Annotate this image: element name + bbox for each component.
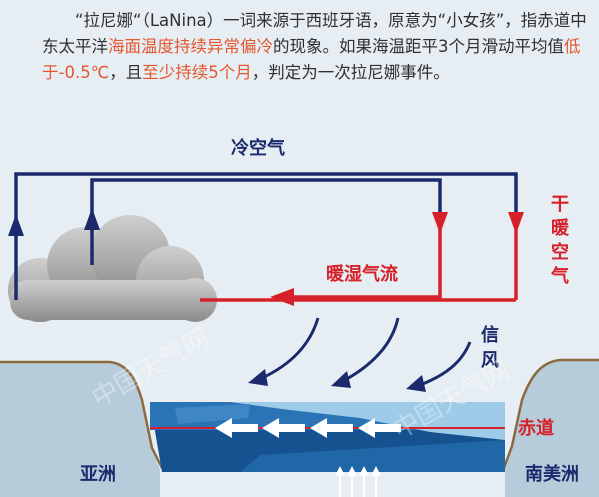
trade-wind-arrowheads (248, 369, 426, 392)
current-arrow (262, 418, 305, 438)
intro-text-3: ，且 (109, 63, 143, 82)
trade-wind-arrows (261, 317, 472, 387)
trade-wind-arrow (419, 341, 472, 387)
intro-text-1: “拉尼娜“（LaNina）一词来源于西班牙语，原意为“小女孩”，指赤道中东太平洋 (42, 11, 587, 56)
intro-highlight-1: 海面温度持续异常偏冷 (108, 37, 273, 56)
dry-warm-air-char: 气 (550, 265, 569, 287)
trade-wind-arrow (261, 317, 320, 380)
south-america-label: 南美洲 (525, 463, 579, 485)
circulation-arrowheads (8, 208, 524, 306)
current-arrow (358, 418, 401, 438)
trade-wind-char: 信 (481, 324, 499, 346)
dry-warm-air-label: 干 暖 空 气 (550, 194, 570, 287)
asia-label: 亚洲 (80, 464, 116, 485)
intro-highlight-2: 低于-0.5℃ (42, 37, 581, 82)
downdraft-arrow-inner (432, 212, 448, 234)
south-america-coastline (502, 358, 599, 469)
upwelling-arrows (335, 466, 381, 497)
updraft-arrow-inner (84, 208, 100, 230)
downdraft-arrow-outer (508, 212, 524, 234)
warm-moist-flow-inner (290, 225, 442, 299)
pacific-ocean (150, 402, 505, 472)
updraft-arrow-outer (8, 214, 24, 236)
intro-highlight-3: 至少持续5个月 (142, 63, 252, 82)
cold-upwelling-water (230, 402, 505, 440)
intro-text-2: 的现象。如果海温距平3个月滑动平均值 (273, 37, 564, 56)
dry-warm-air-char: 空 (551, 241, 569, 263)
surface-current-arrows (215, 418, 401, 438)
trade-wind-arrow (344, 317, 400, 382)
intro-paragraph: “拉尼娜“（LaNina）一词来源于西班牙语，原意为“小女孩”，指赤道中东太平洋… (42, 8, 587, 86)
cloud-icon (8, 215, 217, 322)
trade-wind-char: 风 (481, 350, 499, 371)
land-mass (0, 358, 599, 497)
warm-moist-flow-label: 暖湿气流 (326, 263, 398, 285)
current-arrow (310, 418, 353, 438)
warm-moist-flow-arrow (270, 288, 294, 306)
dry-warm-air-char: 暖 (551, 217, 570, 239)
cold-air-label: 冷空气 (231, 137, 285, 159)
equator-label: 赤道 (518, 417, 554, 439)
intro-text-4: ，判定为一次拉尼娜事件。 (251, 63, 450, 82)
dry-warm-air-char: 干 (551, 194, 569, 215)
current-arrow (215, 418, 258, 438)
trade-wind-label: 信 风 (481, 324, 499, 371)
cold-air-loop-outer (14, 172, 518, 300)
